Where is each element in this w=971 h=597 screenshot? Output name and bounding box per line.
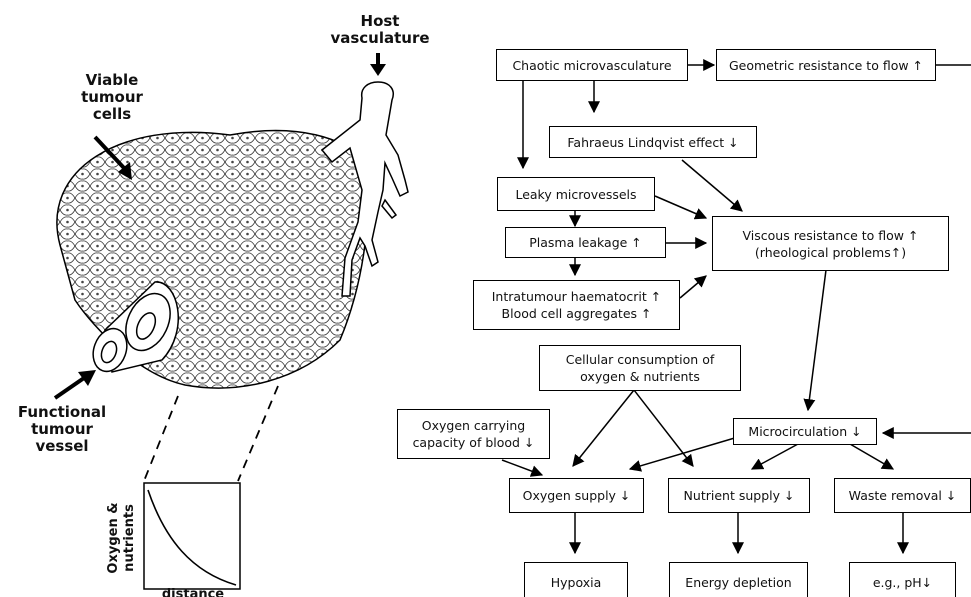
nutrient-supply-box: Nutrient supply ↓ — [668, 478, 810, 513]
plasma-leakage-box: Plasma leakage ↑ — [505, 227, 666, 258]
haematocrit-box: Intratumour haematocrit ↑Blood cell aggr… — [473, 280, 680, 330]
fahraeus-lindqvist-box: Fahraeus Lindqvist effect ↓ — [549, 126, 757, 158]
microcirculation-box: Microcirculation ↓ — [733, 418, 877, 445]
leaky-microvessels-box: Leaky microvessels — [497, 177, 655, 211]
viscous-resistance-box: Viscous resistance to flow ↑(rheological… — [712, 216, 949, 271]
hypoxia-box: Hypoxia — [524, 562, 628, 597]
waste-removal-box: Waste removal ↓ — [834, 478, 971, 513]
energy-depletion-box: Energy depletion — [669, 562, 808, 597]
oxygen-supply-box: Oxygen supply ↓ — [509, 478, 644, 513]
chaotic-microvasculature-box: Chaotic microvasculature — [496, 49, 688, 81]
geometric-resistance-box: Geometric resistance to flow ↑ — [716, 49, 936, 81]
ph-box: e.g., pH↓ — [849, 562, 956, 597]
